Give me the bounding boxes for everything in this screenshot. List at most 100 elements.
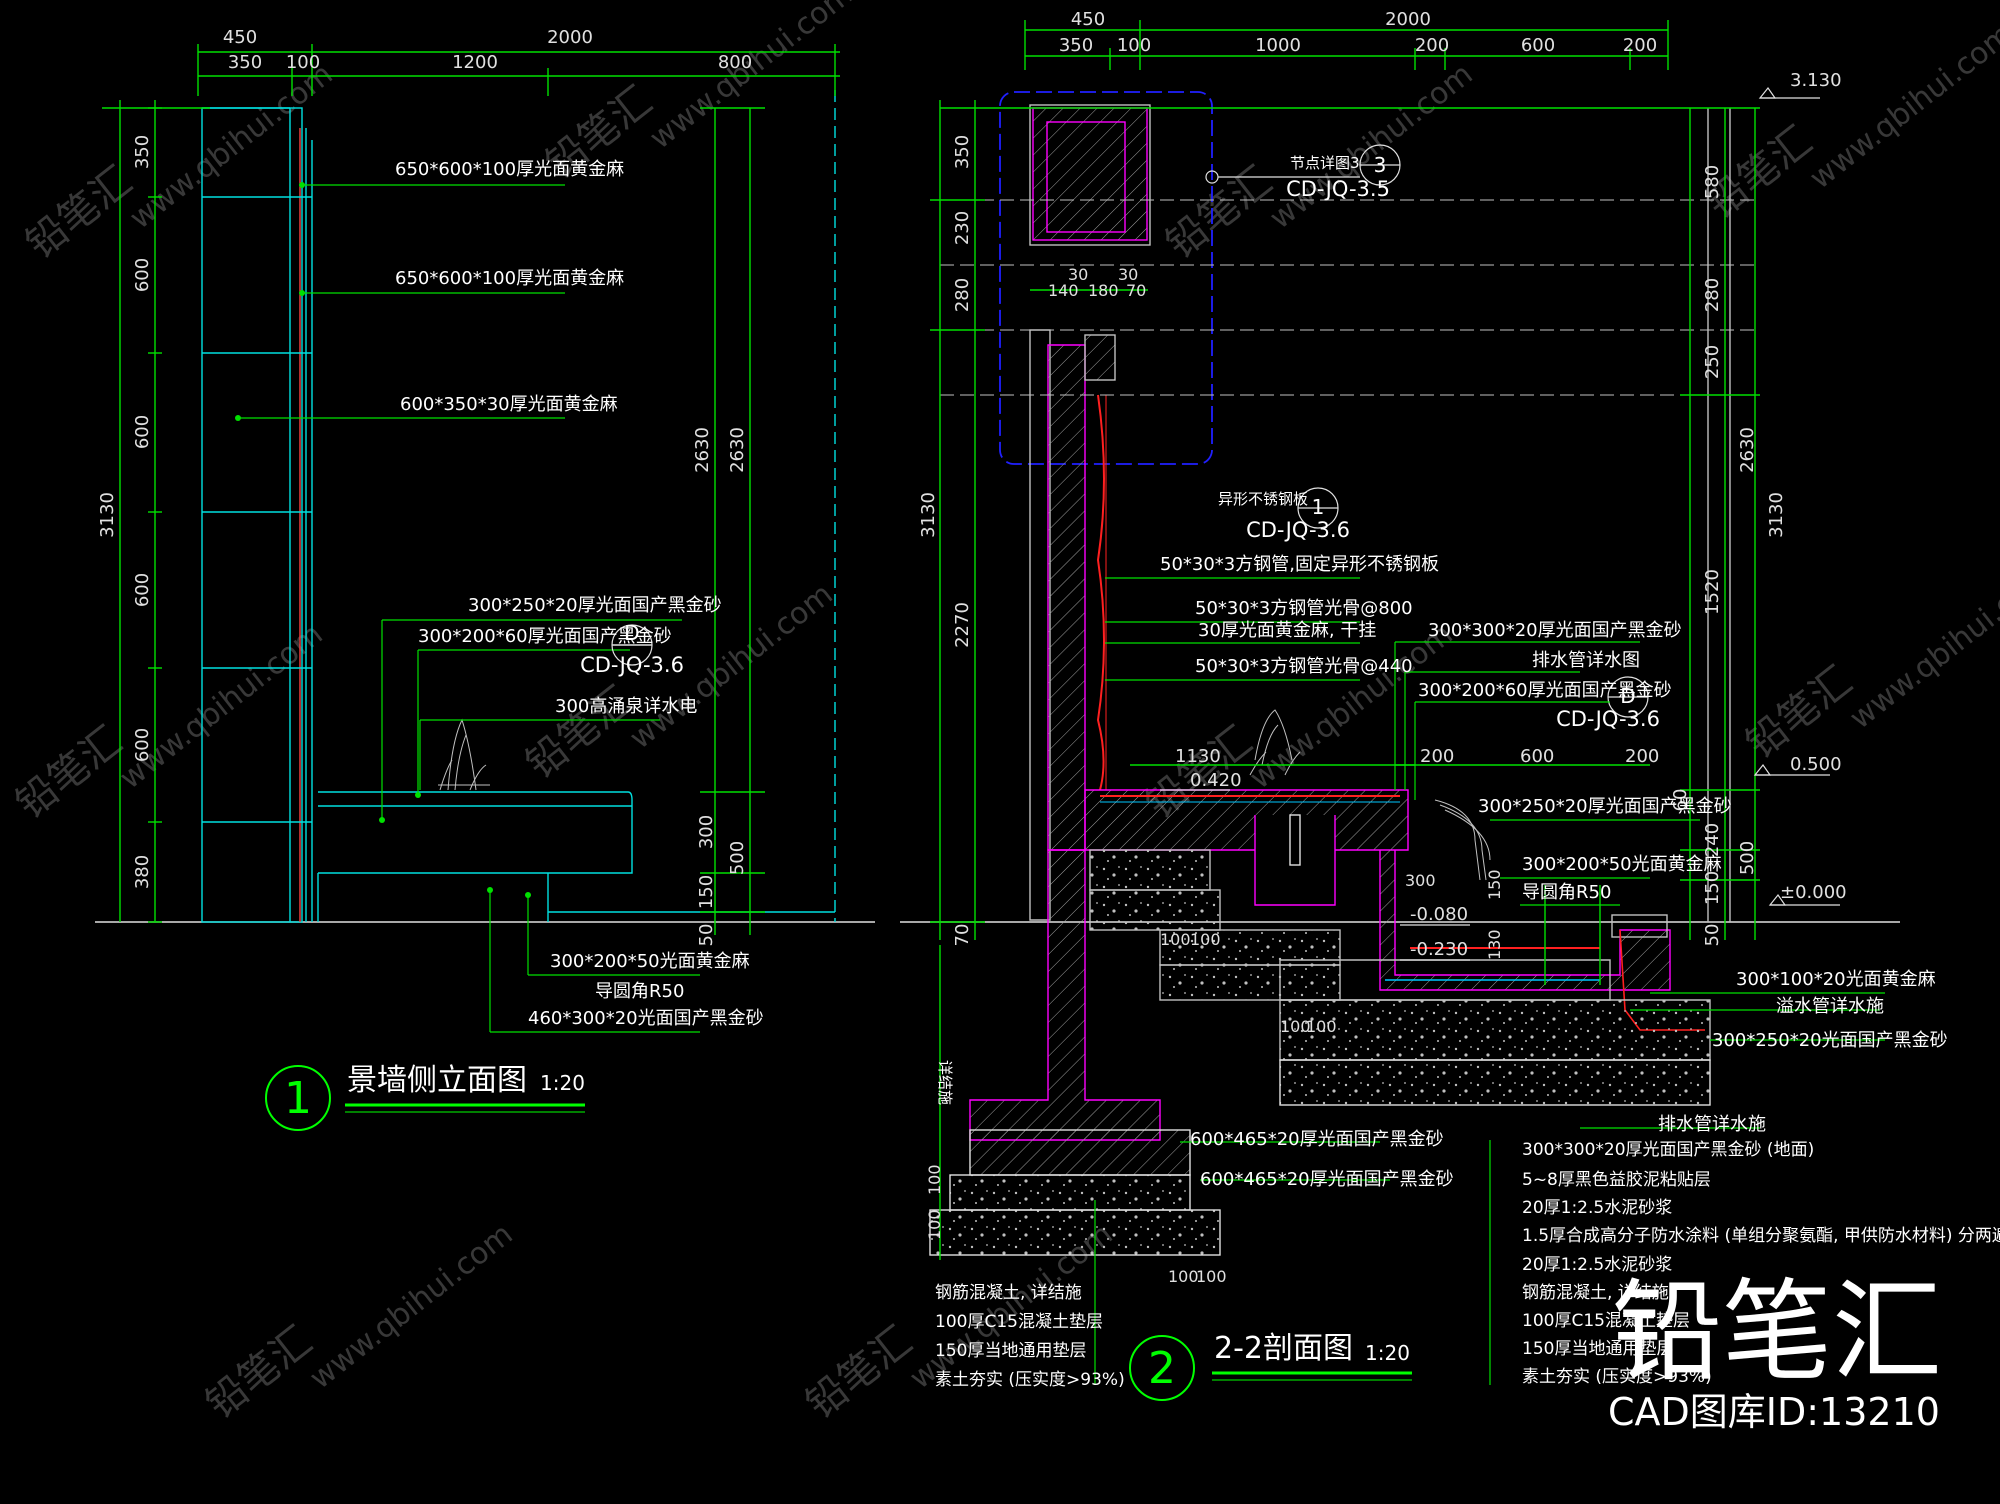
level-0420: 0.420: [1190, 770, 1242, 791]
callout-2-ref: CD-JQ-3.6: [1556, 707, 1660, 731]
note-left-6: 300*200*50光面黄金麻: [550, 951, 750, 972]
inner-dim-3: 180: [1088, 281, 1119, 300]
dim-right-b: 2630: [727, 427, 748, 473]
level-0500: 0.500: [1790, 754, 1842, 775]
r-dim-2000: 2000: [1385, 9, 1431, 30]
r-dim-350: 350: [1059, 35, 1093, 56]
dim-top-450: 450: [223, 27, 257, 48]
r-dim-1000: 1000: [1255, 35, 1301, 56]
watermark-url: www.qbihui.com: [1803, 17, 2000, 197]
view-scale: 1:20: [540, 1071, 585, 1095]
r-dim-200a: 200: [1415, 35, 1449, 56]
note-right-1: 300*200*50光面黄金麻: [1522, 854, 1722, 875]
side-elevation-labels: 450 2000 350 100 1200 800 350 600 600 60…: [97, 27, 764, 1124]
r-right-dim-0: 580: [1702, 165, 1723, 199]
layer-1: 5~8厚黑色益胶泥粘贴层: [1522, 1170, 1711, 1190]
view-title: 景墙侧立面图: [347, 1063, 527, 1098]
r-left-dim-3: 3130: [918, 492, 939, 538]
note-right-0: 300*250*20厚光面国产黑金砂: [1478, 796, 1732, 817]
dim-left-total: 3130: [97, 492, 118, 538]
inner-dim-1: 30: [1118, 265, 1138, 284]
watermark-text: 铅笔汇: [8, 718, 131, 828]
note-mid-3: 50*30*3方钢管光骨@440: [1195, 656, 1413, 677]
section-2-2-view: [900, 20, 1900, 1401]
r-right-dim-2: 250: [1702, 345, 1723, 379]
r-right-dim-10: 50: [1702, 924, 1723, 947]
left-layer-1: 100厚C15混凝土垫层: [935, 1312, 1103, 1332]
note-left-8: 460*300*20光面国产黑金砂: [528, 1008, 764, 1029]
r-dim-200b: 200: [1623, 35, 1657, 56]
inner-dim-2: 140: [1048, 281, 1079, 300]
layer-3: 1.5厚合成高分子防水涂料 (单组分聚氨酯, 甲供防水材料) 分两遍涂刷: [1522, 1226, 2000, 1246]
level-m0230: -0.230: [1410, 939, 1468, 960]
note-bottom-mid-1: 600*465*20厚光面国产黑金砂: [1200, 1169, 1454, 1190]
inner-dim-10: 130: [1485, 929, 1504, 960]
section-labels: 450 2000 350 100 1000 200 600 200 350 23…: [918, 9, 2000, 1394]
r-dim-450: 450: [1071, 9, 1105, 30]
callout-0-letter: 3: [1374, 153, 1387, 177]
note-right-5: 300*250*20光面国产黑金砂: [1712, 1030, 1948, 1051]
title2-number: 2: [1148, 1343, 1176, 1394]
dim-left-4: 600: [132, 728, 153, 762]
dim-left-0: 350: [132, 135, 153, 169]
layer-2: 20厚1:2.5水泥砂浆: [1522, 1198, 1672, 1218]
r-right-dim-5: 1520: [1702, 569, 1723, 615]
dim-right-a: 2630: [692, 427, 713, 473]
note-mid-6: 300*200*60厚光面国产黑金砂: [1418, 680, 1672, 701]
layer-4: 20厚1:2.5水泥砂浆: [1522, 1255, 1672, 1275]
left-layer-2: 150厚当地通用垫层: [935, 1341, 1086, 1361]
r-right-dim-7: 240: [1702, 823, 1723, 857]
inner-dim-0: 30: [1068, 265, 1088, 284]
inner-dim-16: 100: [1168, 1267, 1199, 1286]
r-left-dim-4: 2270: [952, 602, 973, 648]
layer-0: 300*300*20厚光面国产黑金砂 (地面): [1522, 1140, 1814, 1160]
r-dim-100: 100: [1117, 35, 1151, 56]
brand-logo-text: 铅笔汇: [1612, 1268, 1942, 1396]
inner-dim-5: 1130: [1175, 746, 1221, 767]
watermark-text: 铅笔汇: [518, 678, 641, 788]
dim-left-2: 600: [132, 415, 153, 449]
inner-dim-8: 200: [1625, 746, 1659, 767]
inner-dim-6: 200: [1420, 746, 1454, 767]
inner-dim-13: 100: [1190, 930, 1221, 949]
inner-dim-15: 100: [1306, 1017, 1337, 1036]
note-bottom-mid-0: 600*465*20厚光面国产黑金砂: [1190, 1129, 1444, 1150]
level-0000: ±0.000: [1780, 882, 1847, 903]
r-left-dim-1: 230: [952, 211, 973, 245]
inner-dim-4: 70: [1126, 281, 1146, 300]
note-mid-5: 排水管详水图: [1532, 650, 1640, 671]
dim-right-e: 500: [727, 841, 748, 875]
note-mid-4: 300*300*20厚光面国产黑金砂: [1428, 620, 1682, 641]
r-right-dim-3: 2630: [1737, 427, 1758, 473]
note-right-3: 300*100*20光面黄金麻: [1736, 969, 1936, 990]
dim-top-2000: 2000: [547, 27, 593, 48]
callout-0-ref: CD-JQ-3.5: [1286, 177, 1390, 201]
r-right-dim-1: 280: [1702, 278, 1723, 312]
inner-dim-18: 100: [925, 1209, 944, 1240]
callout-letter: D: [624, 621, 639, 645]
note-left-1: 650*600*100厚光面黄金麻: [395, 268, 624, 289]
side-note: 详结施: [936, 1060, 954, 1105]
inner-dim-12: 100: [1160, 930, 1191, 949]
left-layer-0: 钢筋混凝土, 详结施: [935, 1283, 1082, 1303]
r-right-dim-4: 3130: [1766, 492, 1787, 538]
level-3130: 3.130: [1790, 70, 1842, 91]
layer-5: 钢筋混凝土, 详结施: [1522, 1283, 1669, 1303]
dim-350: 350: [228, 52, 262, 73]
note-left-7: 导圆角R50: [595, 981, 684, 1002]
watermark-url: www.qbihui.com: [1843, 557, 2000, 737]
callout-1-label: 异形不锈钢板: [1218, 490, 1308, 508]
dim-right-f: 50: [696, 924, 717, 947]
callout-1-ref: CD-JQ-3.6: [1246, 518, 1350, 542]
callout-ref: CD-JQ-3.6: [580, 653, 684, 677]
dim-right-c: 300: [696, 815, 717, 849]
r-left-dim-5: 70: [952, 924, 973, 947]
watermark-url: www.qbihui.com: [1243, 617, 1459, 797]
watermark-text: 铅笔汇: [18, 158, 141, 268]
r-left-dim-0: 350: [952, 135, 973, 169]
cad-id: CAD图库ID:13210: [1608, 1390, 1940, 1434]
watermark-text: 铅笔汇: [198, 1318, 321, 1428]
note-left-4: 300*200*60厚光面国产黑金砂: [418, 626, 672, 647]
note-mid-1: 50*30*3方钢管光骨@800: [1195, 598, 1413, 619]
watermark-text: 铅笔汇: [798, 1318, 921, 1428]
